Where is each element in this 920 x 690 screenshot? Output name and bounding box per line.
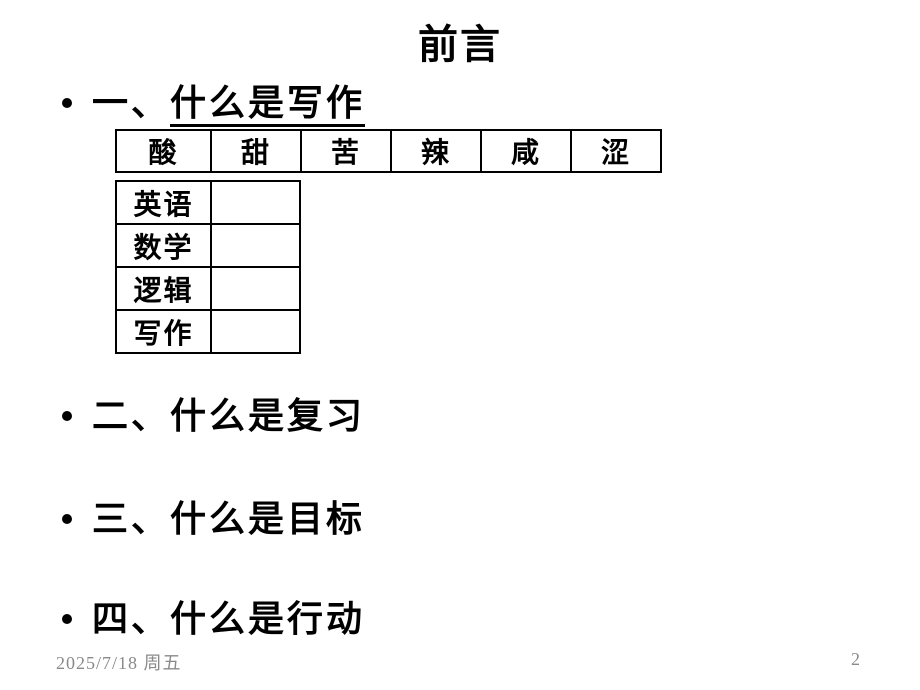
taste-cell: 咸 xyxy=(480,129,572,173)
subject-value-cell xyxy=(210,223,301,268)
subject-label-cell: 英语 xyxy=(115,180,212,225)
bullet-text: 四、什么是行动 xyxy=(92,599,366,639)
taste-table: 酸 甜 苦 辣 咸 涩 xyxy=(115,129,662,173)
taste-cell: 苦 xyxy=(300,129,392,173)
bullet-dot-icon xyxy=(62,614,72,624)
page-title: 前言 xyxy=(418,22,502,67)
subject-value-cell xyxy=(210,309,301,354)
subject-label-cell: 逻辑 xyxy=(115,266,212,311)
subject-label-cell: 数学 xyxy=(115,223,212,268)
bullet-dot-icon xyxy=(62,411,72,421)
subject-table-row: 英语 xyxy=(115,180,301,225)
bullet-dot-icon xyxy=(62,514,72,524)
bullet-item-1: 一、什么是写作 xyxy=(62,83,366,127)
bullet-item-4: 四、什么是行动 xyxy=(62,599,365,639)
subject-value-cell xyxy=(210,180,301,225)
footer-date: 2025/7/18 周五 xyxy=(56,653,182,673)
taste-cell: 甜 xyxy=(210,129,302,173)
bullet-text: 三、什么是目标 xyxy=(92,499,366,539)
subject-value-cell xyxy=(210,266,301,311)
bullet-prefix: 一、 xyxy=(92,83,171,123)
bullet-underlined-text: 什么是写作 xyxy=(170,83,366,127)
subject-label-cell: 写作 xyxy=(115,309,212,354)
taste-cell: 涩 xyxy=(570,129,662,173)
subject-table-row: 数学 xyxy=(115,223,301,268)
taste-cell: 辣 xyxy=(390,129,482,173)
subject-table: 英语 数学 逻辑 写作 xyxy=(115,180,301,354)
bullet-item-2: 二、什么是复习 xyxy=(62,396,365,436)
bullet-dot-icon xyxy=(62,98,72,108)
bullet-text: 一、什么是写作 xyxy=(92,83,366,127)
page-number: 2 xyxy=(851,649,860,669)
subject-table-row: 写作 xyxy=(115,309,301,354)
bullet-item-3: 三、什么是目标 xyxy=(62,499,365,539)
bullet-text: 二、什么是复习 xyxy=(92,396,366,436)
subject-table-row: 逻辑 xyxy=(115,266,301,311)
taste-table-row: 酸 甜 苦 辣 咸 涩 xyxy=(115,129,662,173)
taste-cell: 酸 xyxy=(115,129,212,173)
